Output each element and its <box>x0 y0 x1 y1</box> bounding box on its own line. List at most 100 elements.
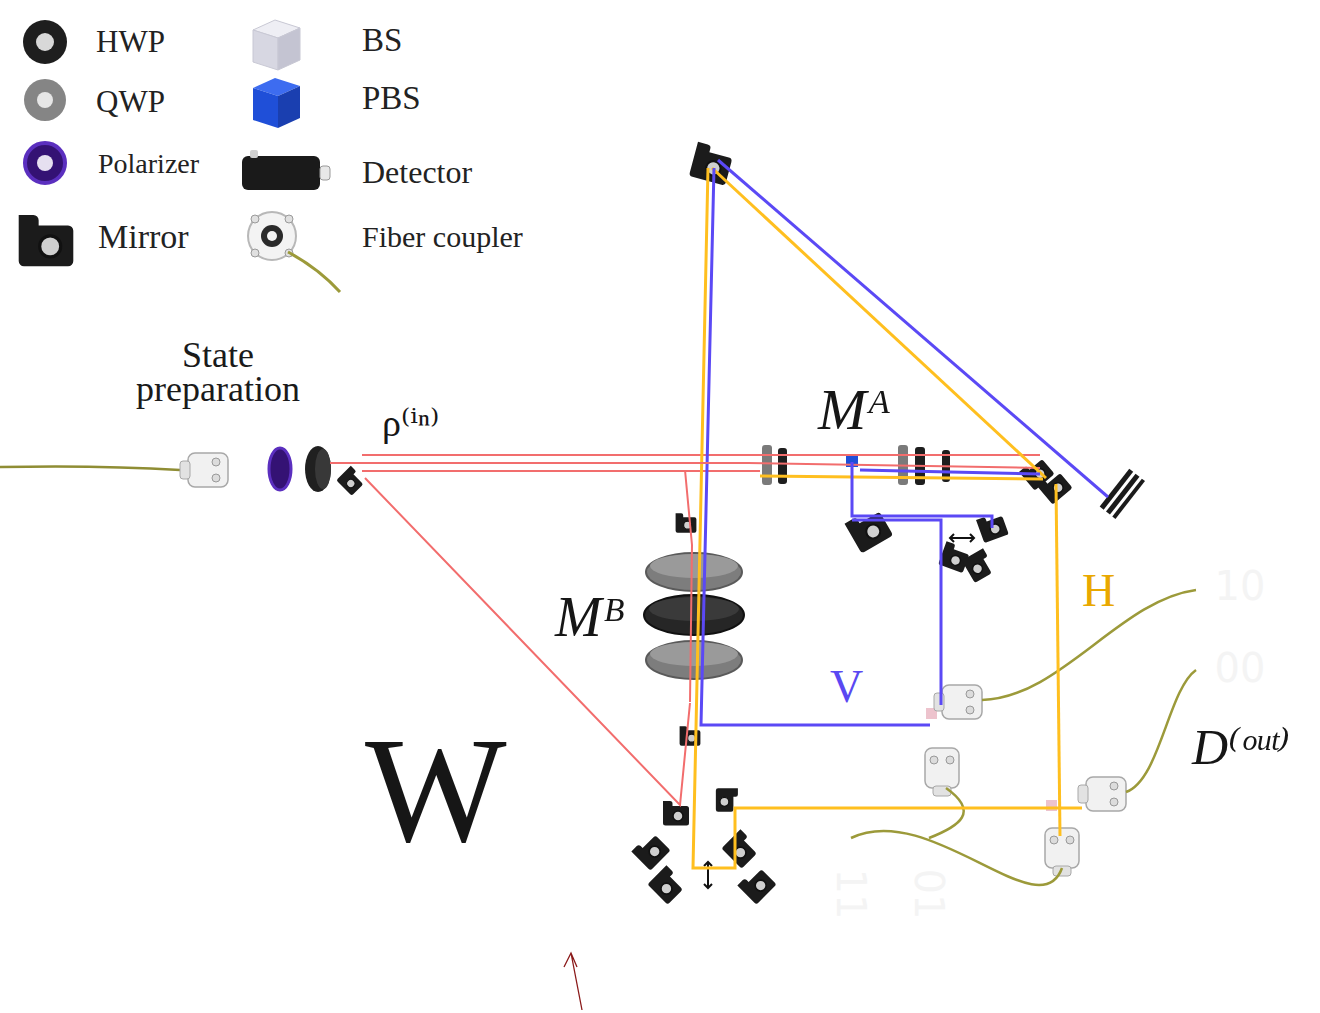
optical-table: W MᴬMᴮ <box>318 90 1218 938</box>
v-beam <box>701 168 930 725</box>
bs-icon <box>253 20 300 70</box>
detector-panel-fill <box>1188 540 1306 810</box>
h-beam <box>760 476 1043 479</box>
detector: 10 <box>1196 553 1284 619</box>
quarter-wave-plate <box>650 554 738 578</box>
mirror <box>647 865 686 904</box>
bs-icon <box>253 30 278 70</box>
mirror <box>938 541 971 573</box>
detector-port <box>1282 570 1291 581</box>
polarizer-icon <box>25 143 65 183</box>
polarizer-icon <box>37 155 53 171</box>
detector: 01 <box>898 838 960 950</box>
legend-label: BS <box>362 24 402 57</box>
quarter-wave-plate <box>650 642 738 666</box>
fiber-cable <box>0 466 180 470</box>
measurement-box: Mᴮ <box>548 543 755 703</box>
red-beams <box>748 463 1040 468</box>
qwp-icon <box>24 79 66 121</box>
detector-port <box>936 831 947 840</box>
polarizer <box>269 448 291 490</box>
mirror <box>336 466 366 496</box>
legend-label: Detector <box>362 156 472 188</box>
h-beam <box>1056 484 1060 836</box>
mirror <box>631 831 670 870</box>
measurement-box-fill <box>548 543 755 703</box>
detector-body <box>1196 636 1284 700</box>
detector-port <box>915 831 926 840</box>
fiber-cable <box>851 831 1062 885</box>
legend-label: QWP <box>96 86 165 117</box>
legend-label: Polarizer <box>98 150 199 178</box>
detector-icon <box>250 150 258 158</box>
hwp-icon <box>36 33 54 51</box>
quarter-wave-plate <box>646 641 742 679</box>
legend-label: PBS <box>362 82 421 115</box>
optical-table-surface <box>318 92 1215 935</box>
detector-body <box>898 838 960 950</box>
mirrors <box>676 142 1145 746</box>
delay-line <box>631 788 776 904</box>
node-label: 11 <box>831 869 871 920</box>
detector-body <box>1196 553 1284 619</box>
half-wave-plate <box>778 448 787 484</box>
hwp-icon <box>23 20 67 64</box>
node-label: Mᴬ <box>818 381 890 439</box>
red-beams <box>685 470 692 702</box>
h-beam <box>712 168 1046 478</box>
half-wave-plate <box>644 595 744 635</box>
fiber-cable <box>288 252 340 292</box>
v-beam <box>852 520 941 705</box>
measurement-b-optics <box>644 553 744 679</box>
qwp-icon <box>37 92 53 108</box>
mirror <box>737 865 776 904</box>
h-beam <box>693 168 1082 868</box>
h-beam <box>693 168 1082 868</box>
pbs-icon <box>253 88 278 128</box>
detector-port <box>858 831 869 840</box>
pointer-arrow <box>564 953 582 1010</box>
measurement-box-fill <box>748 375 996 582</box>
beam-label: H <box>1082 568 1115 614</box>
detector-port <box>1282 676 1291 687</box>
half-wave-plate <box>305 446 331 492</box>
measurement-box: Mᴬ <box>748 375 996 582</box>
half-wave-plate <box>315 449 331 489</box>
v-beam <box>701 160 1108 725</box>
legend-icons <box>19 20 340 292</box>
detector-icon <box>242 156 320 190</box>
mirror-icon <box>19 215 74 266</box>
translation-arrow <box>950 534 974 542</box>
mirror <box>1112 479 1145 519</box>
node-label: W <box>365 715 507 865</box>
detector-icon <box>320 166 330 180</box>
legend-label: Mirror <box>98 220 189 254</box>
detector-port <box>1282 652 1291 663</box>
legend-label: HWP <box>96 26 165 57</box>
mirror <box>962 548 996 583</box>
detector: 11 <box>820 838 882 950</box>
mirror <box>721 829 760 868</box>
detector: 00 <box>1196 636 1284 700</box>
node-label: State preparation <box>98 338 338 406</box>
v-beam <box>718 160 1108 497</box>
red-beams <box>330 455 1040 702</box>
mirror <box>689 142 734 186</box>
red-beams <box>330 462 365 464</box>
beam-connector <box>365 462 748 464</box>
detector-panel <box>808 825 1000 965</box>
state-preparation-optics <box>0 446 366 496</box>
mirror <box>676 513 697 533</box>
node-label: Mᴮ <box>555 589 625 645</box>
detector-port <box>837 831 848 840</box>
pbs-icon <box>278 86 300 128</box>
mirror <box>663 801 689 826</box>
quarter-wave-plate <box>646 553 742 591</box>
fiber-cable <box>1126 670 1196 792</box>
polarizer-icon <box>25 143 65 183</box>
bs-icon <box>278 28 300 70</box>
beam-label: V <box>830 664 863 710</box>
output-couplers <box>851 590 1196 885</box>
legend-label: Fiber coupler <box>362 222 523 252</box>
